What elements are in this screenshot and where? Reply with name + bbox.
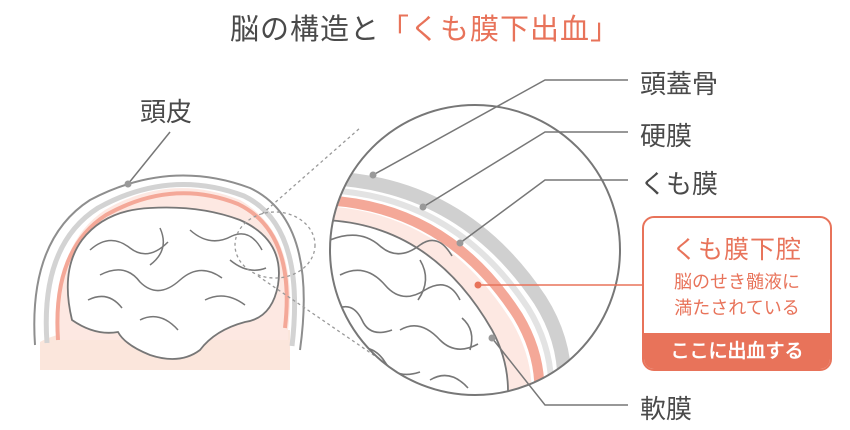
leader-dots	[369, 171, 496, 342]
zoom-brain-surface	[330, 219, 509, 395]
zoom-connector-top	[261, 127, 361, 215]
scalp-leader	[127, 131, 171, 185]
dura-leader	[422, 131, 628, 208]
title-highlight: 「くも膜下出血」	[380, 12, 621, 46]
zoom-subarachnoid-space	[330, 206, 532, 395]
label-dura: 硬膜	[640, 122, 693, 152]
page-title: 脳の構造と「くも膜下出血」	[0, 6, 850, 48]
callout-desc-line2: 満たされている	[674, 298, 800, 319]
zoom-brain-folds	[330, 234, 479, 393]
zoom-connector-bottom	[257, 275, 379, 359]
callout-desc-line1: 脳のせき髄液に	[674, 272, 800, 293]
head-illustration	[33, 131, 316, 370]
callout-heading: くも膜下腔	[671, 235, 802, 264]
label-arachnoid: くも膜	[640, 170, 719, 200]
label-pia: 軟膜	[640, 395, 693, 425]
magnified-view	[329, 104, 621, 396]
head-skull-band	[43, 182, 298, 347]
label-skull: 頭蓋骨	[640, 70, 719, 100]
head-brain-folds	[87, 227, 267, 331]
skull-leader	[372, 79, 628, 176]
pia-dot	[488, 334, 496, 342]
arachnoid-leader	[459, 179, 628, 244]
zoom-focus-ellipse	[234, 211, 316, 279]
pia-leader	[491, 337, 628, 406]
dura-dot	[419, 203, 427, 211]
arachnoid-dot	[456, 239, 464, 247]
scalp-dot	[124, 180, 132, 188]
title-prefix: 脳の構造と	[229, 12, 380, 46]
callout-bleed-banner: ここに出血する	[644, 333, 830, 369]
head-arachnoid-band	[55, 191, 289, 341]
callout-description: 脳のせき髄液に 満たされている	[644, 270, 830, 322]
subarachnoid-callout: くも膜下腔 脳のせき髄液に 満たされている ここに出血する	[642, 216, 832, 371]
head-brain	[66, 206, 280, 360]
subarachnoid-dot	[474, 281, 482, 289]
skull-dot	[369, 171, 377, 179]
head-scalp-outline	[33, 174, 305, 351]
label-scalp: 頭皮	[140, 98, 193, 128]
leader-lines	[372, 79, 628, 406]
